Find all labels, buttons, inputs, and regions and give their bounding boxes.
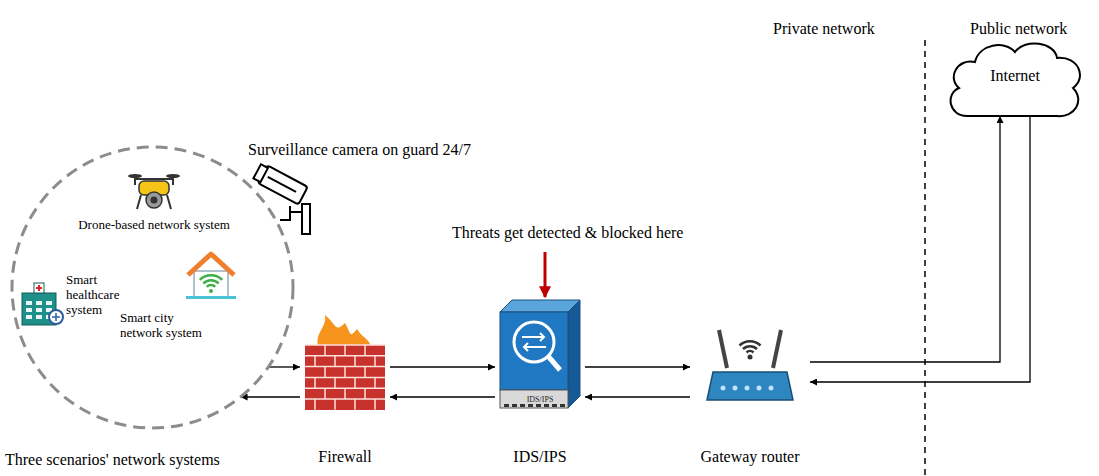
connector-arrow	[241, 396, 300, 397]
smart-city-system: Smart city network system	[116, 251, 241, 373]
ids-ips: IDS/IPS IDS/IPS	[495, 300, 585, 472]
node-label: Internet	[945, 67, 1085, 85]
text-holder: Firewall	[300, 448, 390, 466]
connector-arrow	[810, 116, 1030, 382]
node-icon	[495, 300, 585, 472]
text-holder: Three scenarios' network systems	[5, 451, 275, 469]
drone-system: Drone-based network system	[58, 171, 250, 255]
internet-cloud: Internet	[945, 38, 1085, 118]
text-holder: IDS/IPS	[500, 395, 580, 404]
node-icon	[300, 310, 390, 472]
text-holder: Drone-based network system	[58, 218, 250, 233]
firewall: Firewall	[300, 310, 390, 472]
node-label: Drone-based network system	[58, 218, 250, 233]
node-label: IDS/IPS	[495, 448, 585, 466]
connector-arrow	[390, 366, 495, 367]
text-holder: Smart city network system	[120, 311, 206, 341]
node-label: Smart city network system	[120, 311, 206, 341]
network-boundary	[924, 40, 926, 476]
node-label: Gateway router	[690, 448, 810, 466]
threat-arrow	[544, 252, 547, 297]
region-label: Public network	[970, 20, 1067, 38]
text-holder: Internet	[945, 67, 1085, 85]
region-label: Private network	[773, 20, 875, 38]
text-holder: Gateway router	[690, 448, 810, 466]
callout-note: Surveillance camera on guard 24/7	[248, 141, 471, 159]
connector-arrow	[268, 366, 300, 367]
node-label: Firewall	[300, 448, 390, 466]
gateway-router: Gateway router	[690, 328, 810, 472]
scenario-group: Three scenarios' network systemsDrone-ba…	[10, 145, 295, 430]
healthcare-system: Smart healthcare system	[18, 273, 136, 337]
connector-arrow	[585, 366, 690, 367]
group-heading: Three scenarios' network systems	[5, 451, 275, 469]
connector-arrow	[810, 116, 1000, 362]
callout-note: Threats get detected & blocked here	[452, 224, 683, 242]
connector-arrow	[585, 396, 690, 397]
node-label: IDS/IPS	[500, 395, 580, 404]
node-icon	[58, 171, 250, 255]
connector-arrow	[390, 396, 495, 397]
text-holder: IDS/IPS	[495, 448, 585, 466]
